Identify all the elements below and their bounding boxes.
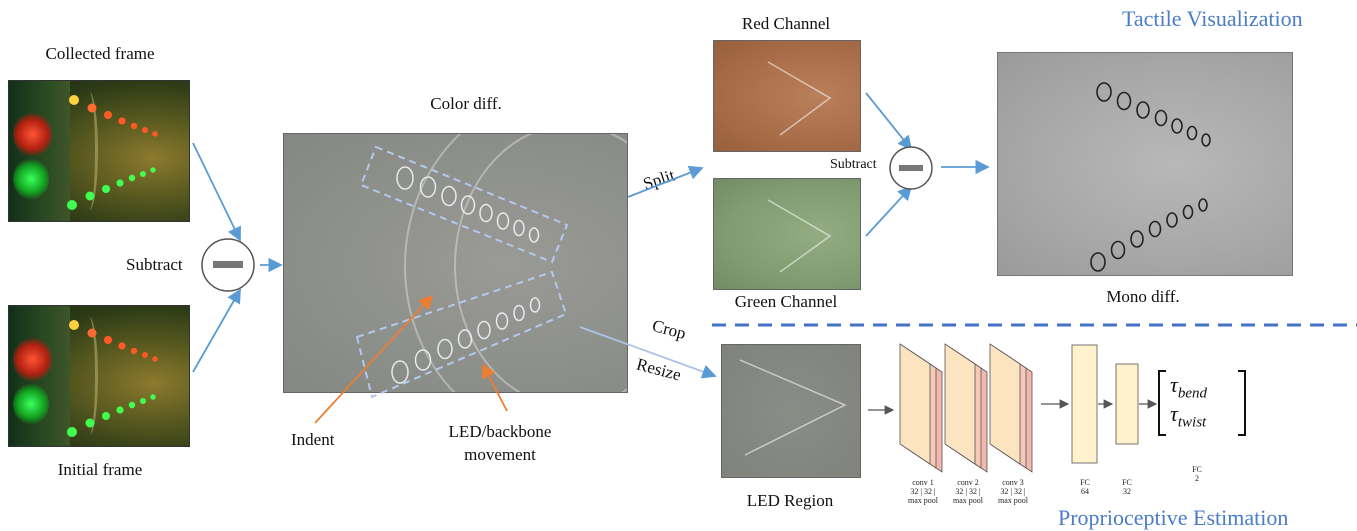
initial-frame-leds (67, 320, 158, 437)
subtract-operator-right (889, 146, 933, 190)
tactile-visualization-title: Tactile Visualization (1122, 6, 1303, 31)
led-selection-boxes (355, 145, 569, 399)
mono-diff-leds (1090, 82, 1211, 272)
green-channel-label: Green Channel (734, 292, 838, 311)
initial-frame-image (8, 305, 190, 447)
collected-frame-image (8, 80, 190, 222)
left-bracket (1158, 370, 1166, 436)
led-backbone-label-1: LED/backbone (448, 422, 552, 441)
tau-bend: τbend (1170, 372, 1208, 402)
green-channel-image (713, 178, 861, 290)
crop-resize-arrow (579, 326, 717, 379)
led-region-image (721, 344, 861, 478)
flow-arrows (192, 92, 990, 373)
initial-frame-label: Initial frame (57, 460, 143, 479)
collected-frame-label: Collected frame (45, 44, 155, 63)
channel-edges (739, 61, 847, 456)
led-region-label: LED Region (746, 491, 834, 510)
proprioceptive-estimation-title: Proprioceptive Estimation (1058, 505, 1289, 530)
right-bracket (1238, 370, 1246, 436)
indent-label: Indent (291, 430, 335, 449)
annotation-arrows (314, 294, 508, 424)
conv-layer-1 (899, 343, 943, 473)
red-channel-image (713, 40, 861, 152)
mono-diff-label: Mono diff. (1106, 287, 1180, 306)
mono-diff-image (997, 52, 1293, 276)
subtract-left-label: Subtract (126, 255, 183, 274)
collected-frame-leds (67, 95, 158, 210)
output-vector: τbend τtwist (1158, 368, 1246, 436)
led-backbone-label-2: movement (464, 445, 536, 464)
tau-twist: τtwist (1170, 401, 1207, 431)
subtract-operator-left (201, 238, 255, 292)
color-diff-label: Color diff. (430, 94, 502, 113)
conv-layer-2 (944, 343, 988, 473)
fc-64-layer (1071, 344, 1098, 464)
color-diff-leds (391, 166, 541, 384)
red-channel-label: Red Channel (741, 14, 831, 33)
fc-32-layer (1115, 363, 1139, 445)
conv-layer-3 (989, 343, 1033, 473)
color-diff-image (283, 133, 628, 393)
subtract-right-label: Subtract (830, 157, 877, 172)
